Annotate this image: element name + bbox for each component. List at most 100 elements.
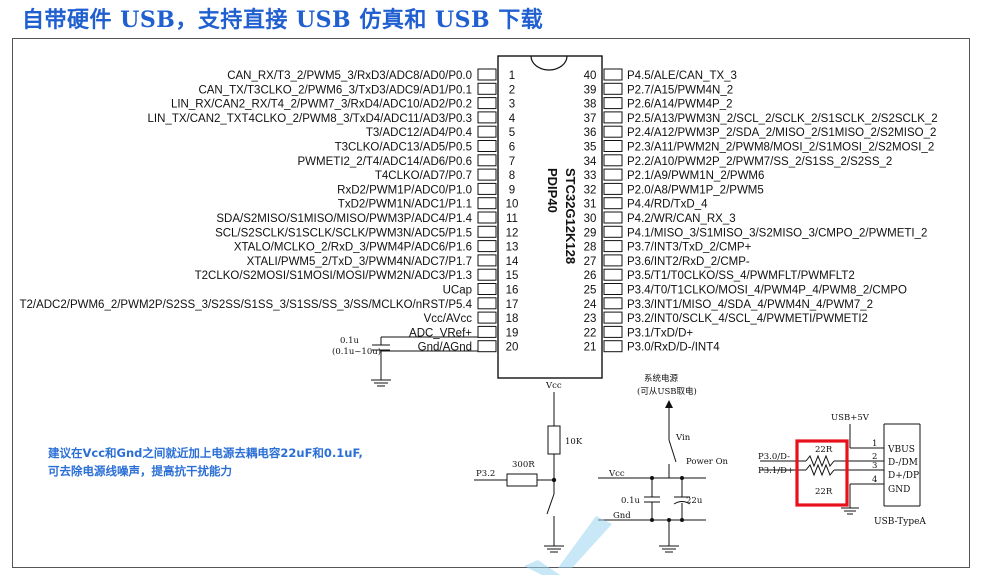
right-pin-label: P2.2/A10/PWM2P_2/PWM7/SS_2/S1SS_2/S2SS_2 [627,156,892,168]
chip-name: STC32G12K128 [563,168,578,264]
power-on-label: Power On [686,457,729,467]
left-pin-label: LIN_TX/CAN2_TXT4CLKO_2/PWM8_3/TxD4/ADC11… [148,113,472,125]
right-pin: P4.1/MISO_3/S1MISO_3/S2MISO_3/CMPO_2/PWM… [584,225,927,239]
chip-package: PDIP40 [545,168,560,213]
left-pin: RxD2/PWM1P/ADC0/P1.0 9 [337,182,515,196]
pin-pad [603,140,623,152]
pin-pad [477,97,497,110]
right-pin-number: 40 [584,70,597,82]
pin-pad [603,240,623,253]
usb-signal-dm: D-/DM [888,458,918,468]
pin-pad [603,297,623,310]
reset-r1-label: 10K [565,437,583,447]
left-pin-label: XTALI/PWM5_2/TxD_3/PWM4N/ADC7/P1.7 [247,256,472,268]
usb-pin-num: 1 [872,439,877,449]
right-pin-label: P4.2/WR/CAN_RX_3 [627,213,736,225]
vref-capacitor [371,336,478,387]
left-pin-number: 3 [509,99,515,111]
right-pin-label: P3.6/INT2/RxD_2/CMP- [627,256,750,268]
left-pin-number: 13 [506,242,519,254]
right-pin-label: P3.1/TxD/D+ [627,327,693,339]
right-pin-label: P3.3/INT1/MISO_4/SDA_4/PWM4N_4/PWM7_2 [627,299,873,311]
pin-pad [603,82,623,95]
decoupling-note: 建议在Vcc和Gnd之间就近加上电源去耦电容22uF和0.1uF, 可去除电源线… [48,444,363,480]
right-pin: P2.7/A15/PWM4N_239 [584,82,733,96]
left-pin: T2/ADC2/PWM6_2/PWM2P/S2SS_3/S2SS/S1SS_3/… [19,297,519,311]
note-line: 建议在Vcc和Gnd之间就近加上电源去耦电容22uF和0.1uF, [48,446,363,460]
pin-pad [603,197,623,210]
left-pin-number: 8 [509,170,515,182]
reset-r2-label: 300R [512,460,535,470]
left-pin-label: SDA/S2MISO/S1MISO/MISO/PWM3P/ADC4/P1.4 [216,213,472,225]
right-pin-group: P4.5/ALE/CAN_TX_340P2.7/A15/PWM4N_239P2.… [584,68,938,354]
right-pin-label: P2.4/A12/PWM3P_2/SDA_2/MISO_2/S1MISO_2/S… [627,127,936,139]
vref-cap-range: (0.1u~10u) [332,346,381,357]
right-pin-label: P4.5/ALE/CAN_TX_3 [627,70,737,82]
usb-pin-num: 4 [872,475,877,485]
pin-pad [477,197,497,210]
left-pin-number: 16 [506,285,519,297]
left-pin-number: 9 [509,184,515,196]
right-pin-label: P2.7/A15/PWM4N_2 [627,84,733,96]
right-pin-number: 22 [584,327,597,339]
right-pin-number: 31 [584,199,597,211]
right-pin-label: P3.7/INT3/TxD_2/CMP+ [627,242,752,254]
pin-pad [477,68,497,81]
note-line: 可去除电源线噪声，提高抗干扰能力 [48,464,232,478]
page-title: 自带硬件 USB，支持直接 USB 仿真和 USB 下载 [22,7,544,33]
left-pin-number: 15 [506,270,519,282]
right-pin-label: P2.1/A9/PWM1N_2/PWM6 [627,170,764,182]
power-title: 系统电源 [644,373,679,384]
left-pin-number: 20 [506,342,519,354]
right-pin: P3.7/INT3/TxD_2/CMP+ 28 [584,240,752,254]
pin-pad [477,240,497,253]
pin-pad [603,168,623,181]
pin-pad [477,154,497,167]
left-pin-number: 18 [506,313,519,325]
usb-dm-label: P3.0/D- [758,452,790,462]
left-pin-label: TxD2/PWM1N/ADC1/P1.1 [338,199,472,211]
reset-pin-label: P3.2 [476,469,495,479]
pin-pad [603,97,623,110]
left-pin-label: T3CLKO/ADC13/AD5/P0.5 [335,142,472,154]
right-pin-label: P3.2/INT0/SCLK_4/SCL_4/PWMETI/PWMETI2 [627,313,868,325]
right-pin-number: 27 [584,256,597,268]
left-pin-number: 17 [506,299,519,311]
right-pin: P4.5/ALE/CAN_TX_3 40 [584,68,737,82]
power-gnd-label: Gnd [613,511,631,521]
left-pin-number: 2 [509,84,515,96]
left-pin-label: PWMETI2_2/T4/ADC14/AD6/P0.6 [298,156,472,168]
right-pin-label: P4.4/RD/TxD_4 [627,199,708,211]
left-pin-label: RxD2/PWM1P/ADC0/P1.0 [337,184,472,196]
pin-pad [477,325,497,338]
reset-junction [551,477,557,483]
pin-pad [603,68,623,81]
pin-pad [477,125,497,138]
right-pin-label: P4.1/MISO_3/S1MISO_3/S2MISO_3/CMPO_2/PWM… [627,227,927,239]
right-pin-label: P2.3/A11/PWM2N_2/PWM8/MOSI_2/S1MOSI_2/S2… [627,142,934,154]
usb-pin-num: 3 [872,461,877,471]
right-pin: P3.1/TxD/D+ 22 [584,325,693,339]
right-pin-label: P2.6/A14/PWM4P_2 [627,99,732,111]
left-pin-label: LIN_RX/CAN2_RX/T4_2/PWM7_3/RxD4/ADC10/AD… [171,99,472,111]
left-pin-label: XTALO/MCLKO_2/RxD_3/PWM4P/ADC6/P1.6 [234,242,472,254]
left-pin-label: UCap [443,285,472,297]
left-pin-number: 19 [506,327,519,339]
right-pin: P2.3/A11/PWM2N_2/PWM8/MOSI_2/S1MOSI_2/S2… [584,140,934,154]
usb-pin-num: 2 [872,452,877,462]
left-pin: LIN_TX/CAN2_TXT4CLKO_2/PWM8_3/TxD4/ADC11… [148,111,516,125]
pin-pad [603,340,623,353]
power-vin-label: Vin [675,433,691,443]
right-pin-number: 28 [584,242,597,254]
right-pin-label: P3.5/T1/T0CLKO/SS_4/PWMFLT/PWMFLT2 [627,270,855,282]
power-junction [680,476,684,480]
pin-pad [603,182,623,195]
left-pin-label: T4CLKO/AD7/P0.7 [375,170,472,182]
right-pin-number: 23 [584,313,597,325]
right-pin-label: P3.4/T0/T1CLKO/MOSI_4/PWM4P_4/PWM8_2/CMP… [627,285,907,297]
